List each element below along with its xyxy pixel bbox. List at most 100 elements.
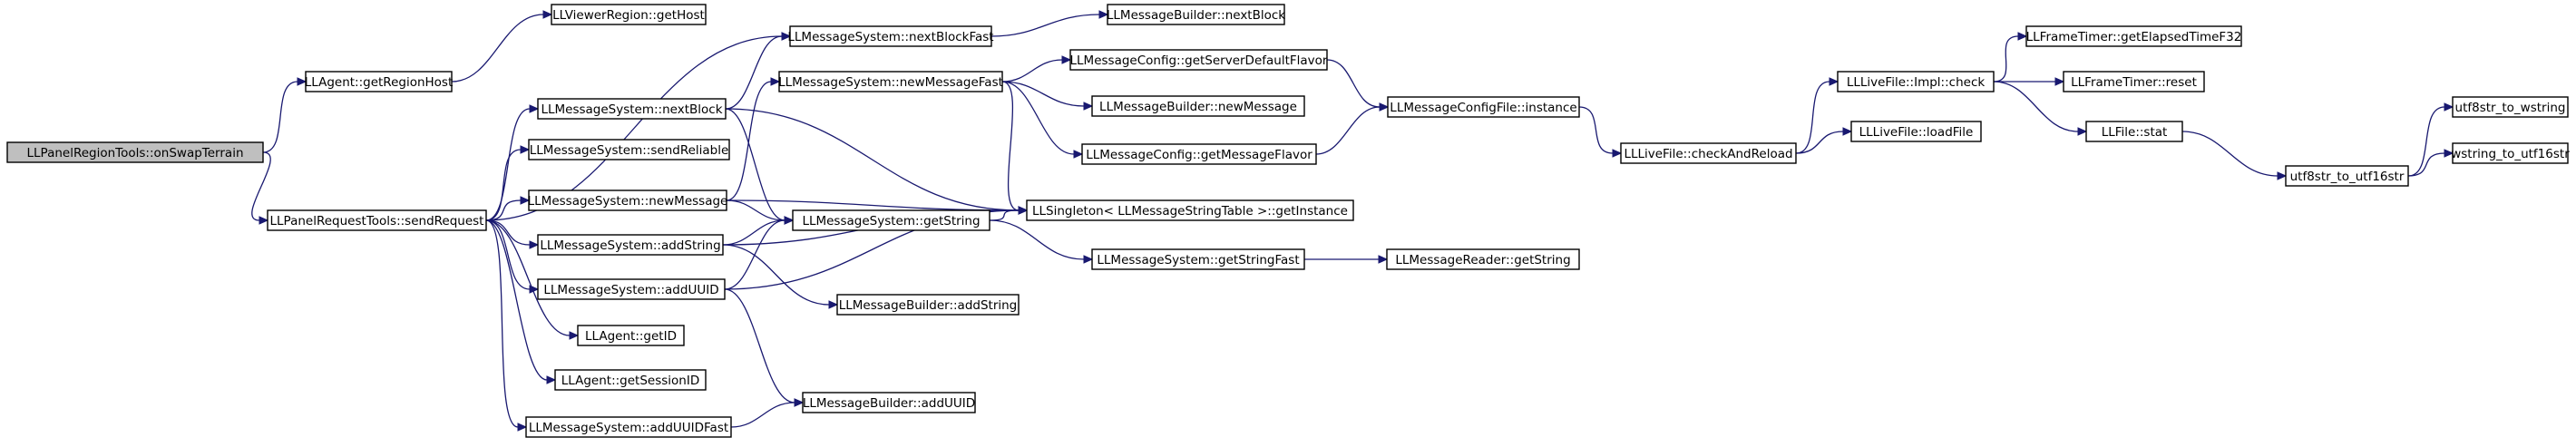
node-next-block-fast[interactable]: LLMessageSystem::nextBlockFast	[787, 25, 994, 47]
edge-arrowhead	[794, 398, 805, 407]
node-config-instance[interactable]: LLMessageConfigFile::instance	[1387, 96, 1580, 118]
edge-root-to-send-request	[251, 151, 271, 225]
node-label: LLMessageConfig::getServerDefaultFlavor	[1070, 53, 1328, 68]
edge-line	[724, 288, 795, 403]
node-utf8-to-utf16[interactable]: utf8str_to_utf16str	[2285, 165, 2409, 187]
node-timer-reset[interactable]: LLFrameTimer::reset	[2063, 71, 2205, 92]
node-send-request[interactable]: LLPanelRequestTools::sendRequest	[267, 209, 487, 231]
node-wstring-to-utf16[interactable]: wstring_to_utf16str	[2451, 142, 2570, 164]
edge-line	[722, 244, 830, 306]
node-box	[778, 71, 1003, 92]
node-get-server-default-flavor[interactable]: LLMessageConfig::getServerDefaultFlavor	[1069, 49, 1328, 71]
node-builder-add-uuid[interactable]: LLMessageBuilder::addUUID	[802, 392, 976, 413]
edge-arrowhead	[520, 196, 531, 205]
edge-arrowhead	[2017, 32, 2028, 41]
node-label: wstring_to_utf16str	[2451, 147, 2570, 161]
edge-line	[1993, 35, 2019, 83]
node-box	[802, 392, 976, 413]
node-get-string[interactable]: LLMessageSystem::getString	[792, 209, 990, 231]
edge-utf8-to-utf16-to-wstring-to-utf16	[2407, 149, 2454, 177]
edge-line	[1001, 59, 1063, 83]
node-add-uuidfast[interactable]: LLMessageSystem::addUUIDFast	[525, 416, 732, 438]
node-new-message[interactable]: LLMessageSystem::newMessage	[528, 189, 728, 211]
node-check-and-reload[interactable]: LLLiveFile::checkAndReload	[1620, 142, 1797, 164]
node-get-id[interactable]: LLAgent::getID	[577, 325, 685, 346]
edge-line	[2407, 152, 2445, 177]
node-reader-get-string[interactable]: LLMessageReader::getString	[1386, 248, 1580, 270]
node-box	[2452, 142, 2569, 164]
edge-arrowhead	[1061, 55, 1072, 64]
node-box	[1107, 4, 1285, 25]
edge-arrowhead	[297, 77, 307, 86]
edge-arrowhead	[1829, 77, 1839, 86]
node-get-region-host[interactable]: LLAgent::getRegionHost	[305, 71, 454, 92]
node-impl-check[interactable]: LLLiveFile::Impl::check	[1837, 71, 1995, 92]
node-label: LLPanelRegionTools::onSwapTerrain	[27, 146, 244, 160]
edge-send-request-to-get-id	[485, 219, 580, 340]
node-label: LLSingleton< LLMessageStringTable >::get…	[1032, 204, 1348, 219]
edge-utf8-to-utf16-to-utf8-to-wstring	[2407, 102, 2454, 177]
edge-line	[485, 219, 531, 246]
edge-line	[1795, 81, 1830, 154]
edge-arrowhead	[770, 77, 781, 86]
edge-send-request-to-new-message	[485, 196, 531, 221]
node-elapsed-time[interactable]: LLFrameTimer::getElapsedTimeF32	[2025, 25, 2242, 47]
edge-send-request-to-next-block	[485, 104, 540, 221]
node-get-host[interactable]: LLViewerRegion::getHost	[551, 4, 707, 25]
node-load-file[interactable]: LLLiveFile::loadFile	[1850, 121, 1982, 142]
edge-line	[725, 108, 1020, 211]
node-label: LLMessageConfig::getMessageFlavor	[1086, 148, 1312, 162]
node-box	[537, 278, 726, 300]
edge-arrowhead	[520, 145, 531, 154]
edge-arrowhead	[1018, 206, 1029, 215]
edge-line	[1993, 81, 2079, 132]
node-get-message-flavor[interactable]: LLMessageConfig::getMessageFlavor	[1081, 143, 1317, 165]
node-builder-next-block[interactable]: LLMessageBuilder::nextBlock	[1107, 4, 1285, 25]
node-box	[792, 209, 990, 231]
node-box	[267, 209, 487, 231]
edge-send-request-to-send-reliable	[485, 145, 531, 221]
node-label: LLFrameTimer::reset	[2071, 75, 2197, 90]
edge-arrowhead	[542, 10, 553, 19]
node-label: LLLiveFile::Impl::check	[1847, 75, 1986, 90]
node-send-reliable[interactable]: LLMessageSystem::sendReliable	[528, 139, 730, 160]
edge-line	[1326, 59, 1381, 108]
node-add-uuid[interactable]: LLMessageSystem::addUUID	[537, 278, 726, 300]
edge-arrowhead	[529, 240, 540, 249]
edge-get-string-to-get-string-fast	[989, 219, 1094, 264]
node-file-stat[interactable]: LLFile::stat	[2085, 121, 2183, 142]
node-label: utf8str_to_utf16str	[2290, 170, 2405, 184]
edge-line	[730, 402, 795, 428]
edge-get-message-flavor-to-config-instance	[1315, 102, 1390, 155]
node-root[interactable]: LLPanelRegionTools::onSwapTerrain	[6, 141, 264, 163]
edge-arrowhead	[2277, 171, 2288, 180]
node-get-session-id[interactable]: LLAgent::getSessionID	[554, 369, 707, 391]
node-box	[1026, 199, 1354, 221]
node-label: utf8str_to_wstring	[2455, 101, 2566, 115]
node-utf8-to-wstring[interactable]: utf8str_to_wstring	[2452, 96, 2569, 118]
node-add-string[interactable]: LLMessageSystem::addString	[537, 234, 724, 256]
edge-arrowhead	[2444, 149, 2454, 158]
edge-send-request-to-add-uuidfast	[485, 219, 528, 432]
edge-line	[485, 219, 548, 381]
edge-line	[726, 81, 772, 201]
node-label: LLMessageBuilder::addString	[839, 298, 1018, 313]
edge-arrowhead	[1612, 149, 1623, 158]
node-next-block[interactable]: LLMessageSystem::nextBlock	[537, 98, 727, 120]
node-builder-add-string[interactable]: LLMessageBuilder::addString	[836, 294, 1020, 316]
edge-new-message-fast-to-get-message-flavor	[1001, 81, 1084, 159]
node-singleton[interactable]: LLSingleton< LLMessageStringTable >::get…	[1026, 199, 1354, 221]
node-box	[1069, 49, 1328, 71]
node-get-string-fast[interactable]: LLMessageSystem::getStringFast	[1091, 248, 1305, 270]
edge-get-string-fast-to-reader-get-string	[1303, 255, 1389, 264]
node-builder-new-message[interactable]: LLMessageBuilder::newMessage	[1091, 95, 1305, 117]
node-box	[1091, 95, 1305, 117]
node-box	[537, 234, 724, 256]
edge-get-string-to-singleton	[989, 206, 1029, 221]
node-label: LLAgent::getID	[585, 329, 677, 344]
node-label: LLMessageSystem::getStringFast	[1097, 253, 1299, 267]
edge-line	[1001, 81, 1085, 107]
node-box	[836, 294, 1020, 316]
node-new-message-fast[interactable]: LLMessageSystem::newMessageFast	[778, 71, 1003, 92]
edge-arrowhead	[517, 423, 528, 432]
